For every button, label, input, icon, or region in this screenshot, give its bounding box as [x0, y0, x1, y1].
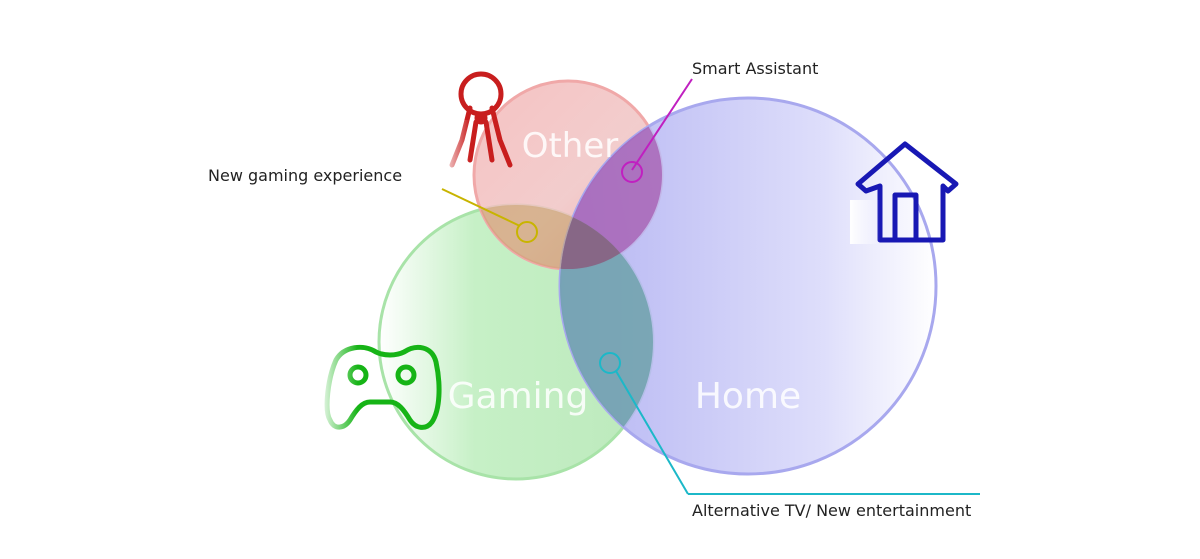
callout-smart-assistant: Smart Assistant [621, 59, 930, 183]
callout-alternative-tv: Alternative TV/ New entertainment [599, 352, 980, 520]
callout-new-gaming: New gaming experience [208, 166, 538, 243]
set-label-gaming: Gaming [448, 376, 589, 417]
callout-label-new-gaming: New gaming experience [208, 166, 402, 185]
set-label-other: Other [522, 126, 619, 166]
overlap-other-home [560, 98, 662, 269]
callout-label-tv: Alternative TV/ New entertainment [692, 501, 971, 520]
callout-label-smart: Smart Assistant [692, 59, 818, 78]
house-icon [855, 141, 959, 243]
set-label-home: Home [695, 376, 801, 417]
